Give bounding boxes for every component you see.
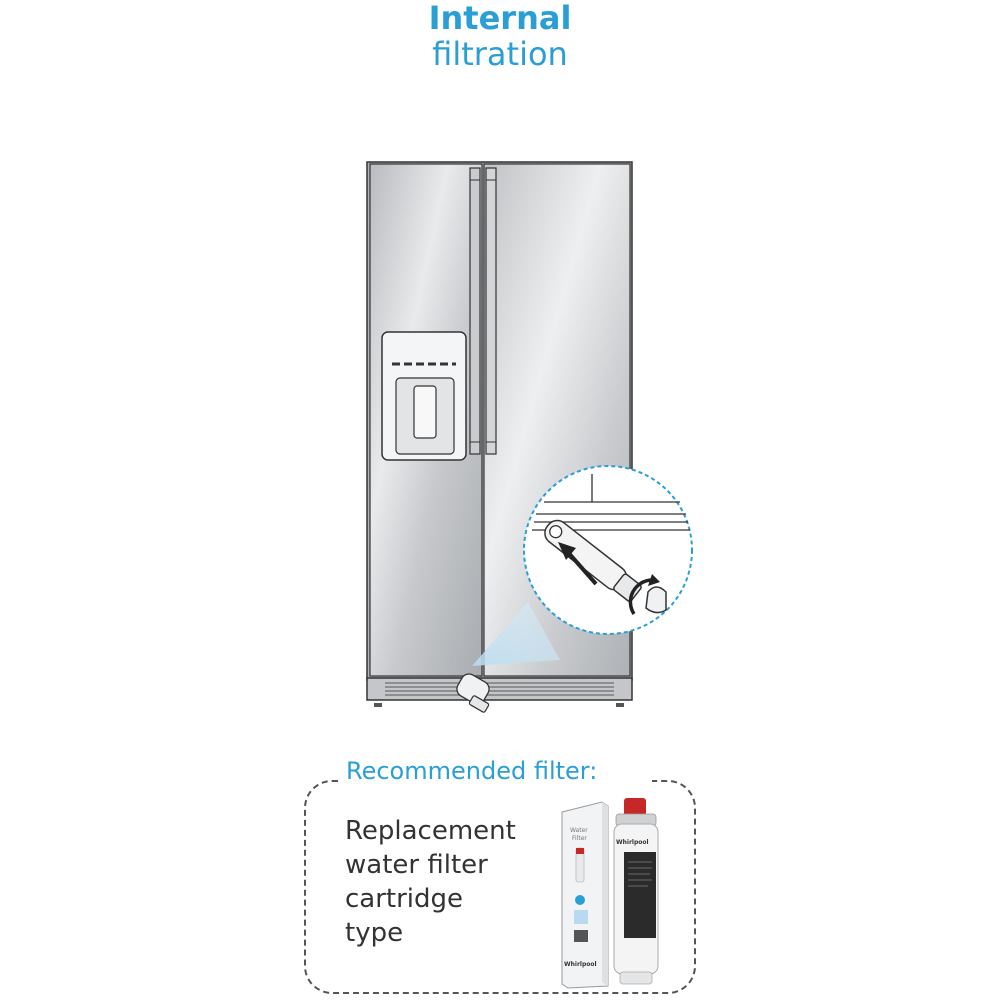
dispenser-icon xyxy=(381,331,467,461)
description-line: water filter xyxy=(345,850,488,880)
rotate-arrow-icon xyxy=(628,574,660,615)
title-internal: Internal xyxy=(428,0,572,37)
recommended-filter-label: Recommended filter: xyxy=(340,756,652,786)
filter-cartridge-icon xyxy=(456,673,490,713)
product-box-icon: Water Filter Whirlpool xyxy=(561,801,609,989)
box-text: Filter xyxy=(572,835,587,842)
cartridge-brand: Whirlpool xyxy=(616,839,649,846)
brand-logo: Whirlpool xyxy=(564,961,597,968)
description-line: Replacement xyxy=(345,816,516,846)
refrigerator-icon xyxy=(366,161,693,713)
description-line: type xyxy=(345,918,404,948)
title-filtration: filtration xyxy=(432,35,568,73)
box-text: Water xyxy=(570,827,588,834)
recommended-filter-description: Replacement water filter cartridge type xyxy=(345,814,555,950)
zoom-circle-icon xyxy=(523,465,693,635)
description-line: cartridge xyxy=(345,884,464,914)
arrow-icon xyxy=(558,542,598,586)
product-image: Water Filter Whirlpool Whirlpool xyxy=(561,798,659,989)
cartridge-icon: Whirlpool xyxy=(613,798,659,985)
